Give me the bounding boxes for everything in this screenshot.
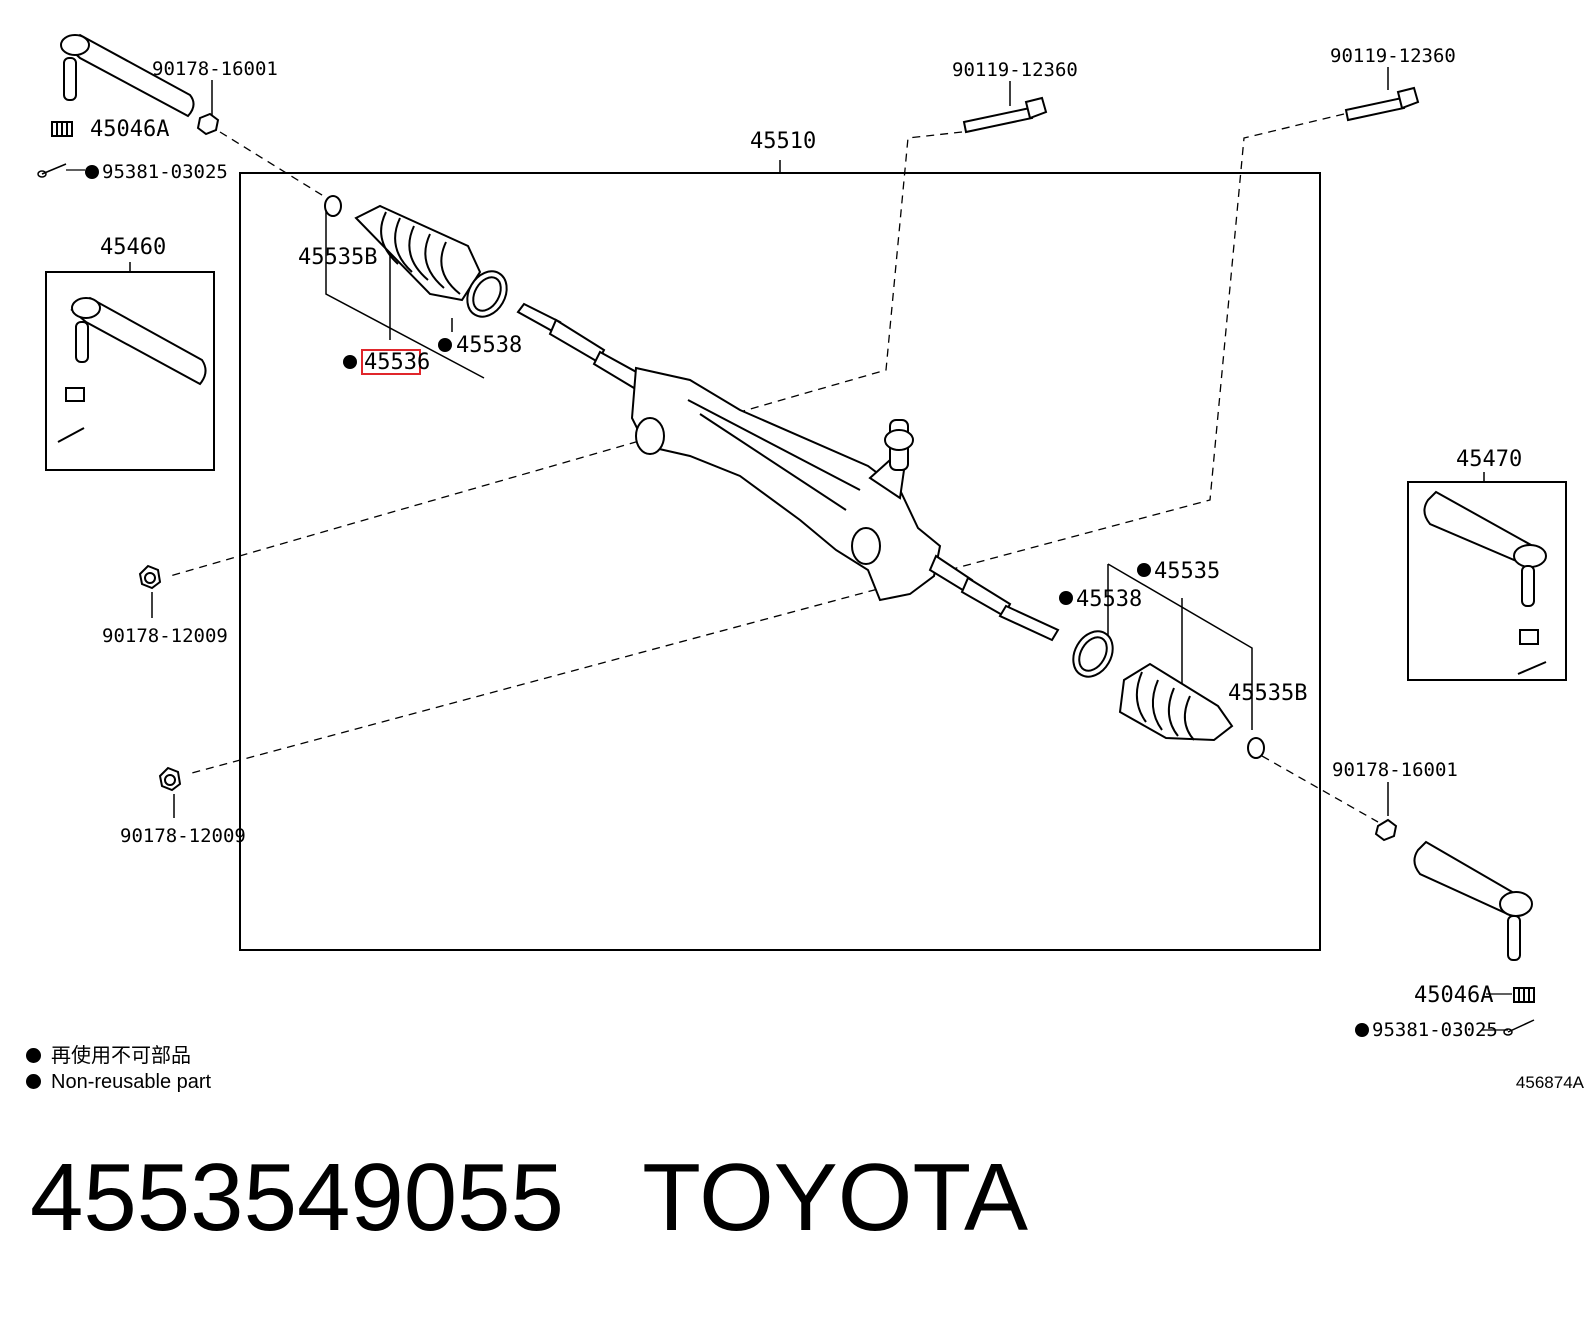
non-reusable-dot bbox=[1355, 1023, 1369, 1037]
label-boot-right[interactable]: 45535 bbox=[1154, 559, 1220, 584]
label-cotter-pin-right[interactable]: 95381-03025 bbox=[1372, 1019, 1498, 1041]
leader-lines bbox=[169, 113, 1379, 823]
non-reusable-dot bbox=[26, 1074, 41, 1089]
legend-chinese-text: 再使用不可部品 bbox=[51, 1045, 191, 1067]
non-reusable-dot bbox=[1059, 591, 1073, 605]
non-reusable-dot bbox=[85, 165, 99, 179]
figure-code: 456874A bbox=[1515, 1073, 1584, 1092]
label-castle-nut-left[interactable]: 45046A bbox=[90, 117, 169, 142]
tie-rod-end-right[interactable] bbox=[1413, 840, 1533, 961]
label-bolt-top-left[interactable]: 90119-12360 bbox=[952, 59, 1078, 81]
non-reusable-dot bbox=[343, 355, 357, 369]
non-reusable-dot bbox=[438, 338, 452, 352]
label-castle-nut-right[interactable]: 45046A bbox=[1414, 983, 1493, 1008]
clamp-right[interactable] bbox=[1065, 624, 1120, 684]
clip-left[interactable] bbox=[324, 195, 342, 217]
boot-left[interactable] bbox=[354, 204, 482, 302]
label-mount-nut-upper[interactable]: 90178-12009 bbox=[102, 625, 228, 647]
nut-end-right[interactable] bbox=[1374, 818, 1398, 842]
rack-and-pinion[interactable] bbox=[516, 302, 1060, 642]
nut-end-left[interactable] bbox=[196, 112, 220, 136]
legend-row-english: Non-reusable part bbox=[26, 1069, 211, 1095]
label-cotter-pin-left[interactable]: 95381-03025 bbox=[102, 161, 228, 183]
label-bolt-top-right[interactable]: 90119-12360 bbox=[1330, 45, 1456, 67]
label-clamp-right[interactable]: 45538 bbox=[1076, 587, 1142, 612]
non-reusable-dot bbox=[1137, 563, 1151, 577]
tie-rod-end-detail-left[interactable] bbox=[57, 296, 207, 443]
clamp-left[interactable] bbox=[459, 264, 514, 324]
bolt-top-right[interactable] bbox=[1344, 86, 1420, 122]
caption-part-number: 4553549055 bbox=[30, 1144, 564, 1251]
legend: 再使用不可部品 Non-reusable part bbox=[26, 1043, 211, 1095]
highlight-box bbox=[361, 349, 421, 375]
label-clip-left[interactable]: 45535B bbox=[298, 245, 377, 270]
end-right-detail-box bbox=[1407, 481, 1567, 681]
label-end-right-detail[interactable]: 45470 bbox=[1456, 447, 1522, 472]
tie-rod-end-detail-right[interactable] bbox=[1423, 490, 1547, 675]
caption: 4553549055 TOYOTA bbox=[30, 1150, 1028, 1246]
castle-nut-left[interactable] bbox=[51, 121, 73, 137]
tie-rod-end-left[interactable] bbox=[60, 33, 195, 118]
castle-nut-right[interactable] bbox=[1513, 987, 1535, 1003]
mount-nut-lower[interactable] bbox=[158, 766, 182, 792]
label-end-left-detail[interactable]: 45460 bbox=[100, 235, 166, 260]
label-clip-right[interactable]: 45535B bbox=[1228, 681, 1307, 706]
bolt-top-left[interactable] bbox=[962, 96, 1048, 134]
legend-english-text: Non-reusable part bbox=[51, 1071, 212, 1093]
label-nut-end-right[interactable]: 90178-16001 bbox=[1332, 759, 1458, 781]
cotter-pin-left[interactable] bbox=[37, 163, 67, 178]
clip-right[interactable] bbox=[1247, 737, 1265, 759]
label-clamp-left[interactable]: 45538 bbox=[456, 333, 522, 358]
label-boot-left[interactable]: 45536 bbox=[364, 350, 430, 375]
non-reusable-dot bbox=[26, 1048, 41, 1063]
label-rack-assembly[interactable]: 45510 bbox=[750, 129, 816, 154]
cotter-pin-right[interactable] bbox=[1503, 1019, 1535, 1036]
mount-nut-upper[interactable] bbox=[138, 564, 162, 590]
caption-brand: TOYOTA bbox=[642, 1144, 1029, 1251]
label-mount-nut-lower[interactable]: 90178-12009 bbox=[120, 825, 246, 847]
legend-row-chinese: 再使用不可部品 bbox=[26, 1043, 211, 1069]
label-nut-end-left[interactable]: 90178-16001 bbox=[152, 58, 278, 80]
boot-right[interactable] bbox=[1118, 662, 1234, 742]
